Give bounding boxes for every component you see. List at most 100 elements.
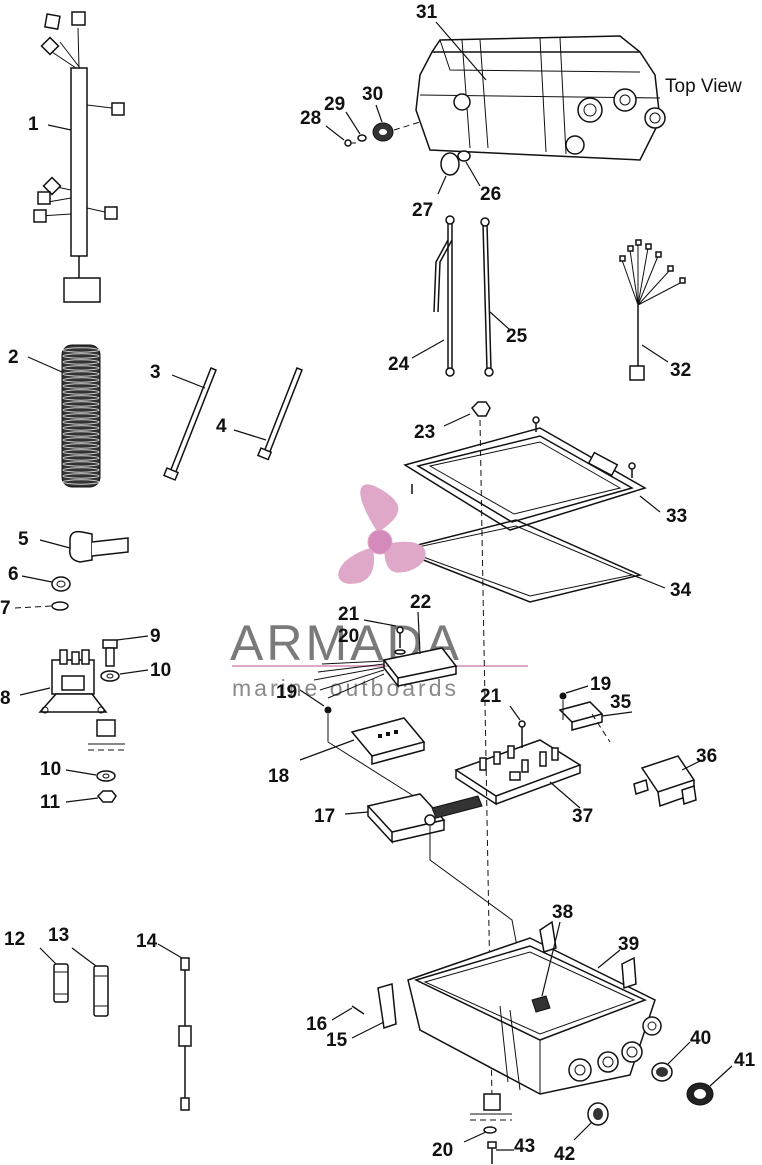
callout-38: 38	[552, 902, 573, 923]
callout-35: 35	[610, 692, 632, 713]
tubing-rib	[62, 407, 100, 413]
part-36-connector	[633, 755, 703, 808]
callout-19a: 19	[276, 682, 297, 703]
callout-10a: 10	[150, 660, 171, 681]
tubing-rib	[62, 371, 100, 377]
tubing-rib	[62, 455, 100, 461]
tubing-rib	[62, 437, 100, 443]
callout-18: 18	[268, 766, 289, 787]
callout-16: 16	[306, 1014, 327, 1035]
part-11-nut	[65, 790, 117, 803]
tubing-rib	[62, 443, 100, 449]
part-34-gasket	[395, 519, 666, 603]
part-39-main-housing	[407, 920, 662, 1095]
callout-21b: 21	[480, 686, 502, 707]
part-7-washer	[14, 601, 69, 611]
part-43-screw	[487, 1141, 514, 1164]
callout-32: 32	[670, 360, 691, 381]
part-37-circuit-board	[454, 739, 582, 809]
part-24-cable	[411, 215, 455, 377]
callout-43: 43	[514, 1136, 535, 1157]
tubing-rib	[62, 383, 100, 389]
callout-14: 14	[136, 931, 158, 952]
part-22-control-module	[313, 611, 458, 699]
tubing-rib	[62, 431, 100, 437]
callout-19b: 19	[590, 674, 611, 695]
part-31-top-cover	[415, 21, 666, 161]
callout-4: 4	[216, 416, 227, 437]
tubing-rib	[62, 395, 100, 401]
part-6-nut	[21, 575, 71, 592]
part-29-washer	[345, 111, 367, 142]
tubing-rib	[62, 347, 100, 353]
part-2-convoluted-tubing	[27, 344, 101, 488]
callout-12: 12	[4, 929, 25, 950]
part-28-screw	[325, 125, 356, 147]
part-26-o-ring	[457, 150, 481, 187]
callout-8: 8	[0, 688, 11, 709]
callout-41: 41	[734, 1050, 756, 1071]
tubing-rib	[62, 359, 100, 365]
part-18-bracket	[299, 717, 426, 765]
callout-15: 15	[326, 1030, 348, 1051]
part-20-washer-lower	[463, 1093, 512, 1143]
callout-27: 27	[412, 200, 433, 221]
callout-36: 36	[696, 746, 717, 767]
callout-29: 29	[324, 94, 345, 115]
callout-6: 6	[8, 564, 19, 585]
part-20-washer-upper	[394, 649, 406, 655]
watermark-tagline: marine outboards	[232, 675, 459, 701]
callout-40: 40	[690, 1028, 711, 1049]
callout-21a: 21	[338, 604, 360, 625]
callout-7: 7	[0, 598, 11, 619]
part-16-pin	[331, 1005, 365, 1021]
part-14-fuse-holder	[157, 943, 192, 1111]
part-33-cover-plate	[403, 416, 661, 531]
callout-39: 39	[618, 934, 639, 955]
callout-20a: 20	[338, 626, 359, 647]
tubing-rib	[62, 353, 100, 359]
tubing-rib	[62, 389, 100, 395]
callout-13: 13	[48, 925, 69, 946]
callout-42: 42	[554, 1144, 575, 1165]
callout-9: 9	[150, 626, 161, 647]
part-10-washer-upper	[100, 669, 149, 682]
tubing-rib	[62, 401, 100, 407]
part-21-screw-lower	[509, 705, 526, 748]
part-15-latch	[351, 983, 397, 1039]
callout-26: 26	[480, 184, 501, 205]
part-4-cable-tie	[233, 367, 303, 461]
part-5-battery-cable-boot	[39, 530, 129, 563]
part-27-cap	[437, 152, 460, 195]
part-38-terminal	[531, 921, 561, 1013]
callout-2: 2	[8, 347, 19, 368]
part-23-nut	[443, 401, 491, 427]
callout-34: 34	[670, 580, 692, 601]
top-view-label: Top View	[665, 76, 742, 97]
callout-25: 25	[506, 326, 528, 347]
tubing-rib	[62, 461, 100, 467]
callout-24: 24	[388, 354, 410, 375]
callout-5: 5	[18, 529, 29, 550]
part-19-screw-left	[299, 689, 421, 801]
part-1-wiring-harness	[33, 11, 125, 303]
part-41-knob	[686, 1065, 733, 1106]
part-3-cable-tie	[162, 367, 217, 481]
tubing-rib	[62, 473, 100, 479]
tubing-rib	[62, 449, 100, 455]
part-32-pigtail-harness	[619, 239, 686, 381]
part-8-solenoid	[19, 649, 125, 751]
part-35-clip	[558, 701, 633, 743]
tubing-rib	[62, 377, 100, 383]
callout-11: 11	[40, 792, 61, 813]
tubing-rib	[62, 365, 100, 371]
callout-30: 30	[362, 84, 383, 105]
part-10-washer-lower	[65, 769, 116, 782]
callout-37: 37	[572, 806, 593, 827]
propeller-logo-icon	[338, 484, 426, 584]
tubing-rib	[62, 419, 100, 425]
callout-33: 33	[666, 506, 687, 527]
part-12-fuse	[39, 947, 69, 1003]
